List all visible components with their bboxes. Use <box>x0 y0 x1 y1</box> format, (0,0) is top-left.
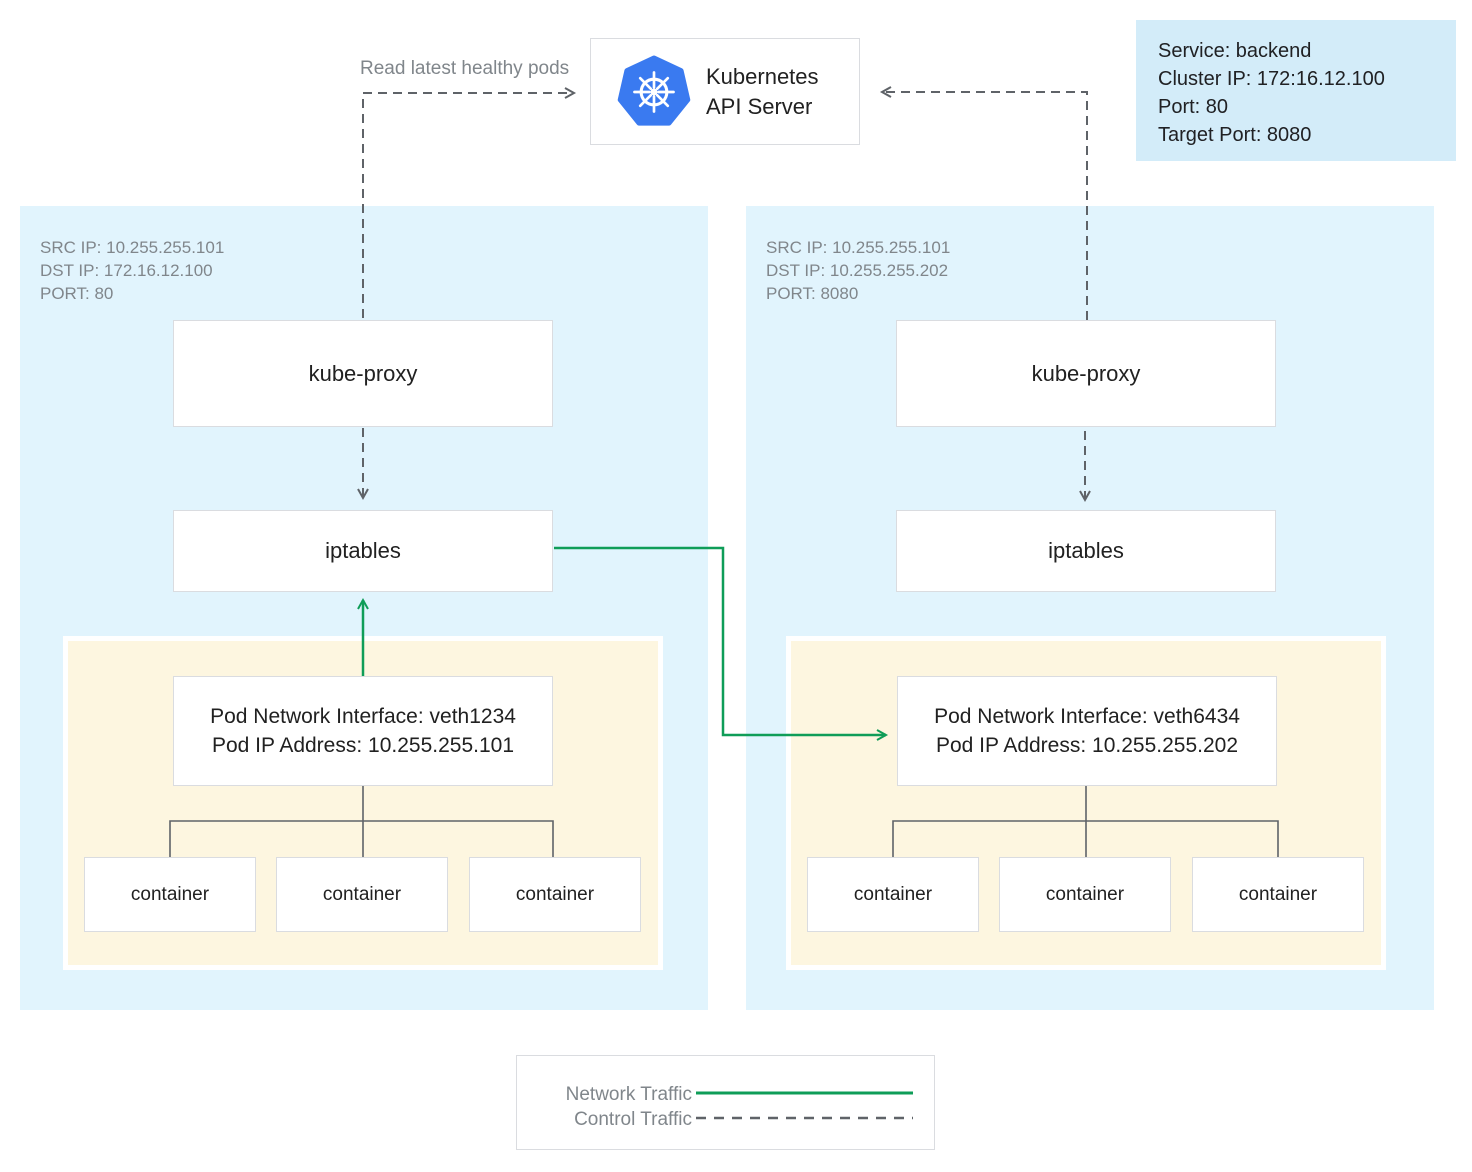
api-server-title: Kubernetes API Server <box>706 63 819 119</box>
legend-network-traffic-label: Network Traffic <box>565 1084 692 1105</box>
container-box: container <box>276 857 448 932</box>
iptables-box-right: iptables <box>896 510 1276 592</box>
pod-network-interface-box-left: Pod Network Interface: veth1234 Pod IP A… <box>173 676 553 786</box>
pod-network-interface-box-right: Pod Network Interface: veth6434 Pod IP A… <box>897 676 1277 786</box>
service-target-port: Target Port: 8080 <box>1158 124 1312 146</box>
read-latest-healthy-pods-label: Read latest healthy pods <box>360 58 570 79</box>
node-right: SRC IP: 10.255.255.101 DST IP: 10.255.25… <box>746 206 1434 1010</box>
container-box: container <box>999 857 1171 932</box>
pod-ip-left: Pod IP Address: 10.255.255.101 <box>211 734 515 757</box>
node-right-header: SRC IP: 10.255.255.101 DST IP: 10.255.25… <box>766 238 951 303</box>
service-port: Port: 80 <box>1158 96 1229 118</box>
legend-control-traffic-label: Control Traffic <box>574 1109 692 1130</box>
pod-box-right: Pod Network Interface: veth6434 Pod IP A… <box>786 636 1386 970</box>
container-box: container <box>807 857 979 932</box>
service-cluster-ip: Cluster IP: 172:16.12.100 <box>1158 68 1385 90</box>
pod-interface-right: Pod Network Interface: veth6434 <box>934 705 1240 728</box>
node-left-header: SRC IP: 10.255.255.101 DST IP: 172.16.12… <box>40 238 225 303</box>
pod-ip-right: Pod IP Address: 10.255.255.202 <box>935 734 1239 757</box>
container-box: container <box>469 857 641 932</box>
kube-proxy-box-right: kube-proxy <box>896 320 1276 427</box>
api-server-box: Kubernetes API Server <box>590 38 860 145</box>
node-left: SRC IP: 10.255.255.101 DST IP: 172.16.12… <box>20 206 708 1010</box>
container-box: container <box>1192 857 1364 932</box>
kube-proxy-box-left: kube-proxy <box>173 320 553 427</box>
pod-interface-left: Pod Network Interface: veth1234 <box>210 705 516 728</box>
pod-box-left: Pod Network Interface: veth1234 Pod IP A… <box>63 636 663 970</box>
kubernetes-logo-icon <box>617 55 691 126</box>
service-info-panel: Service: backend Cluster IP: 172:16.12.1… <box>1136 20 1456 161</box>
service-name: Service: backend <box>1158 40 1312 62</box>
container-box: container <box>84 857 256 932</box>
iptables-box-left: iptables <box>173 510 553 592</box>
legend: Network Traffic Control Traffic <box>516 1055 935 1150</box>
